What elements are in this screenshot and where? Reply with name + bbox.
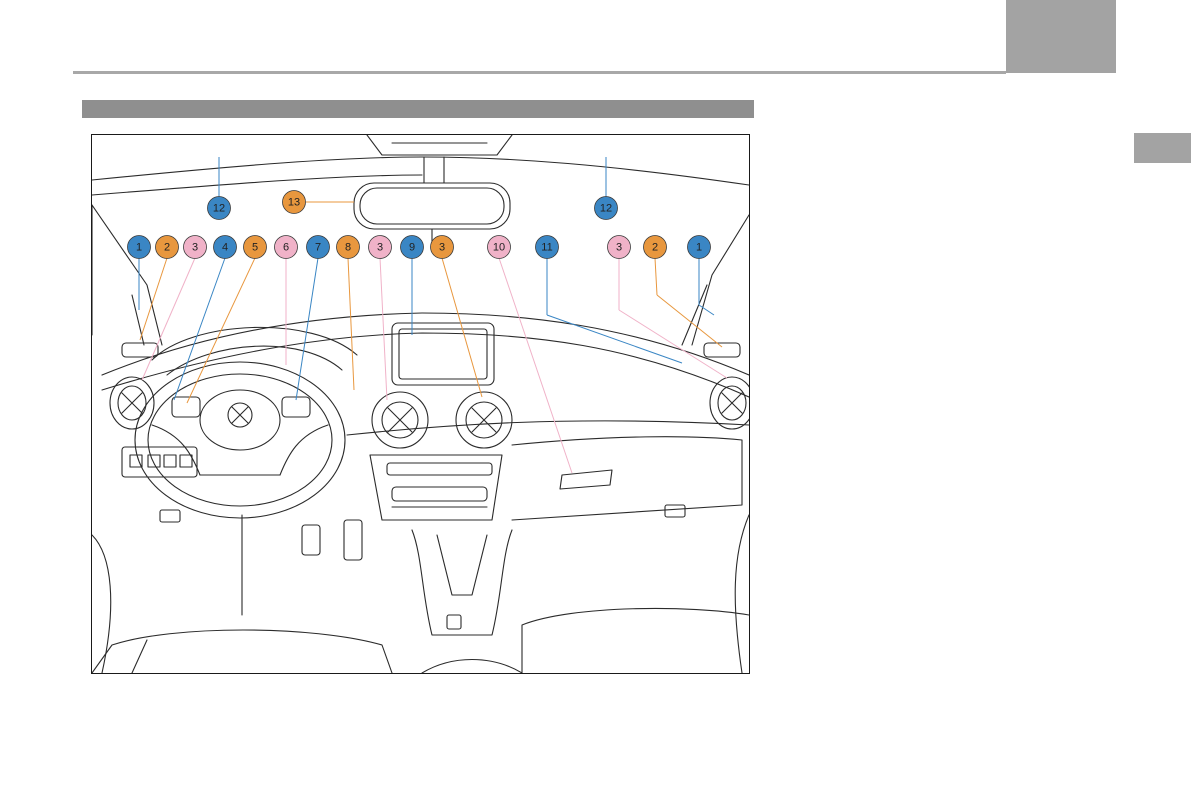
callout-3: 3 xyxy=(184,236,207,259)
callout-label: 11 xyxy=(541,242,552,254)
callout-12: 12 xyxy=(208,197,231,220)
callout-12: 12 xyxy=(595,197,618,220)
callout-label: 8 xyxy=(345,242,351,254)
chapter-tab xyxy=(1006,0,1116,73)
section-title-bar xyxy=(82,100,754,118)
callout-label: 5 xyxy=(252,242,258,254)
callout-10: 10 xyxy=(488,236,511,259)
callout-6: 6 xyxy=(275,236,298,259)
callout-label: 6 xyxy=(283,242,289,254)
callout-label: 2 xyxy=(164,242,170,254)
callout-3: 3 xyxy=(608,236,631,259)
header-rule xyxy=(73,71,1006,74)
callout-11: 11 xyxy=(536,236,559,259)
callout-5: 5 xyxy=(244,236,267,259)
side-chapter-tab xyxy=(1134,133,1191,163)
callout-label: 13 xyxy=(288,197,300,209)
callout-13: 13 xyxy=(283,191,306,214)
callout-label: 1 xyxy=(136,242,142,254)
callout-9: 9 xyxy=(401,236,424,259)
callout-label: 3 xyxy=(377,242,383,254)
callout-4: 4 xyxy=(214,236,237,259)
callout-1: 1 xyxy=(688,236,711,259)
callout-3: 3 xyxy=(369,236,392,259)
callout-label: 3 xyxy=(192,242,198,254)
callout-label: 2 xyxy=(652,242,658,254)
callout-2: 2 xyxy=(156,236,179,259)
callout-label: 12 xyxy=(213,203,225,215)
callout-label: 9 xyxy=(409,242,415,254)
callout-label: 4 xyxy=(222,242,228,254)
callout-label: 1 xyxy=(696,242,702,254)
callout-label: 10 xyxy=(493,242,505,254)
callout-label: 3 xyxy=(616,242,622,254)
callout-8: 8 xyxy=(337,236,360,259)
callout-label: 3 xyxy=(439,242,445,254)
callout-label: 12 xyxy=(600,203,612,215)
callout-1: 1 xyxy=(128,236,151,259)
callout-3: 3 xyxy=(431,236,454,259)
callout-7: 7 xyxy=(307,236,330,259)
callout-2: 2 xyxy=(644,236,667,259)
callout-label: 7 xyxy=(315,242,321,254)
